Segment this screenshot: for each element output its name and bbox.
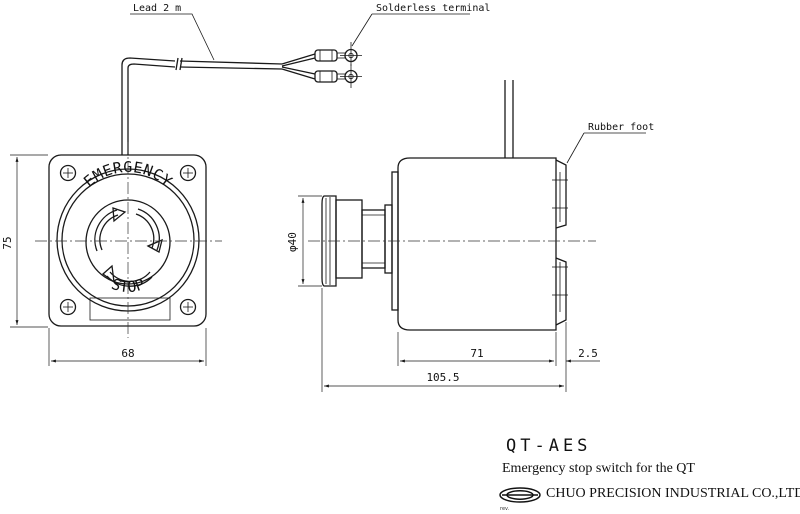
- dim-overall: 105.5: [426, 371, 459, 384]
- screw-icon: [59, 164, 197, 316]
- model-number: QT-AES: [506, 436, 592, 456]
- dim-height: 75: [1, 236, 14, 249]
- dim-body-length: 71: [470, 347, 483, 360]
- rubber-foot: [552, 159, 568, 326]
- front-view: EMERGENCY STOP 75 68: [1, 13, 470, 366]
- company-logo-icon: [499, 487, 541, 503]
- product-description: Emergency stop switch for the QT: [502, 461, 695, 476]
- switch-body: [397, 157, 557, 331]
- mounting-plate: [48, 154, 207, 327]
- mushroom-head: [321, 195, 337, 287]
- foot-callout: Rubber foot: [588, 122, 654, 133]
- terminal-lower: [314, 64, 362, 88]
- plate-notch: [89, 297, 171, 321]
- terminal-upper: [314, 42, 362, 66]
- revision-label: rev.: [500, 506, 510, 512]
- dim-diameter: φ40: [286, 232, 299, 252]
- company-name: CHUO PRECISION INDUSTRIAL CO.,LTD.: [546, 486, 800, 501]
- side-view: φ40 71 2.5 105.5: [286, 80, 646, 392]
- dim-foot: 2.5: [578, 347, 598, 360]
- rotate-arrows-icon: [94, 207, 163, 287]
- terminal-callout: Solderless terminal: [376, 3, 490, 14]
- dim-width: 68: [121, 347, 134, 360]
- lead-callout: Lead 2 m: [133, 3, 181, 14]
